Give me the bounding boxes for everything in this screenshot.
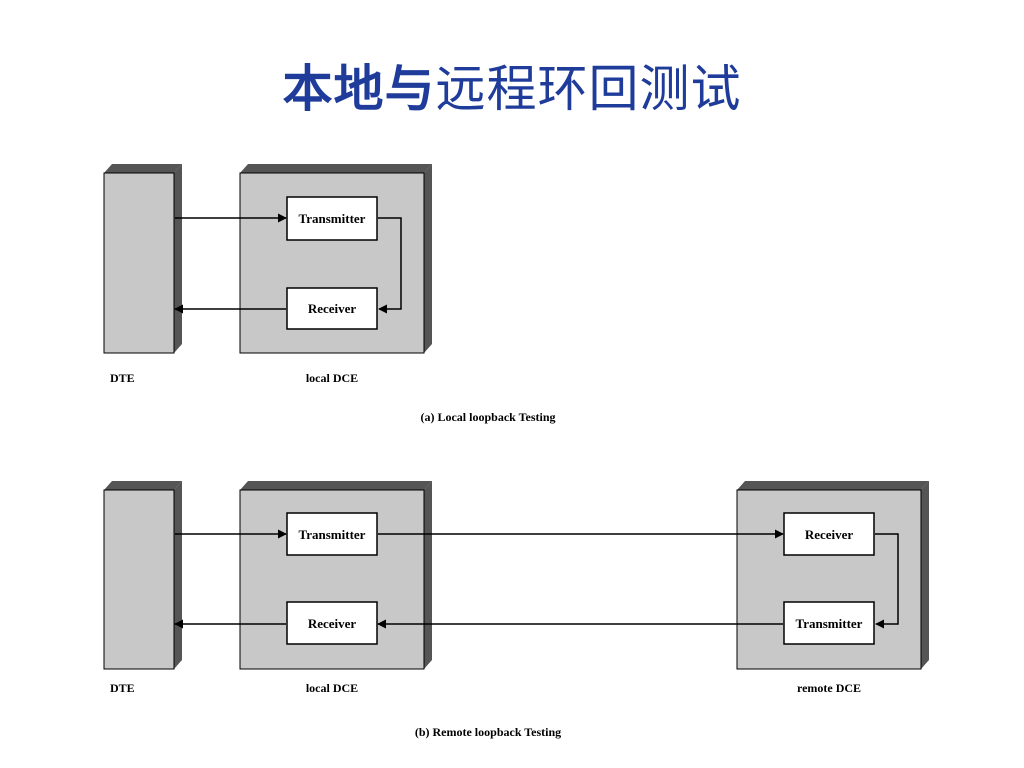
- local-transmitter-box-b: Transmitter: [286, 512, 378, 556]
- diagram-b: Transmitter Receiver Receiver Transmitte…: [103, 481, 929, 739]
- slide-title-bold: 本地与: [282, 60, 436, 118]
- remote-dce-label-b: remote DCE: [797, 681, 861, 695]
- dte-label-b: DTE: [110, 681, 135, 695]
- caption-b: (b) Remote loopback Testing: [415, 725, 561, 739]
- receiver-label-a: Receiver: [308, 301, 357, 316]
- remote-transmitter-box-b: Transmitter: [783, 601, 875, 645]
- receiver-box-a: Receiver: [286, 287, 378, 330]
- local-transmitter-label-b: Transmitter: [299, 527, 366, 542]
- dte-b: [103, 481, 182, 670]
- diagram-a: Transmitter Receiver DTE local DCE (a) L…: [103, 164, 556, 424]
- slide-title: 本地与远程环回测试: [0, 56, 1024, 122]
- dte-a: [103, 164, 182, 354]
- remote-receiver-label-b: Receiver: [805, 527, 854, 542]
- local-dce-label-b: local DCE: [306, 681, 358, 695]
- remote-receiver-box-b: Receiver: [783, 512, 875, 556]
- slide-title-light: 远程环回测试: [435, 60, 742, 118]
- transmitter-label-a: Transmitter: [299, 211, 366, 226]
- loopback-arrow-a: [378, 217, 402, 314]
- local-receiver-box-b: Receiver: [286, 601, 378, 645]
- local-dce-label-a: local DCE: [306, 371, 358, 385]
- remote-loopback-arrow-b: [875, 533, 899, 629]
- dte-label-a: DTE: [110, 371, 135, 385]
- caption-a: (a) Local loopback Testing: [420, 410, 555, 424]
- local-receiver-label-b: Receiver: [308, 616, 357, 631]
- transmitter-box-a: Transmitter: [286, 196, 378, 241]
- remote-transmitter-label-b: Transmitter: [796, 616, 863, 631]
